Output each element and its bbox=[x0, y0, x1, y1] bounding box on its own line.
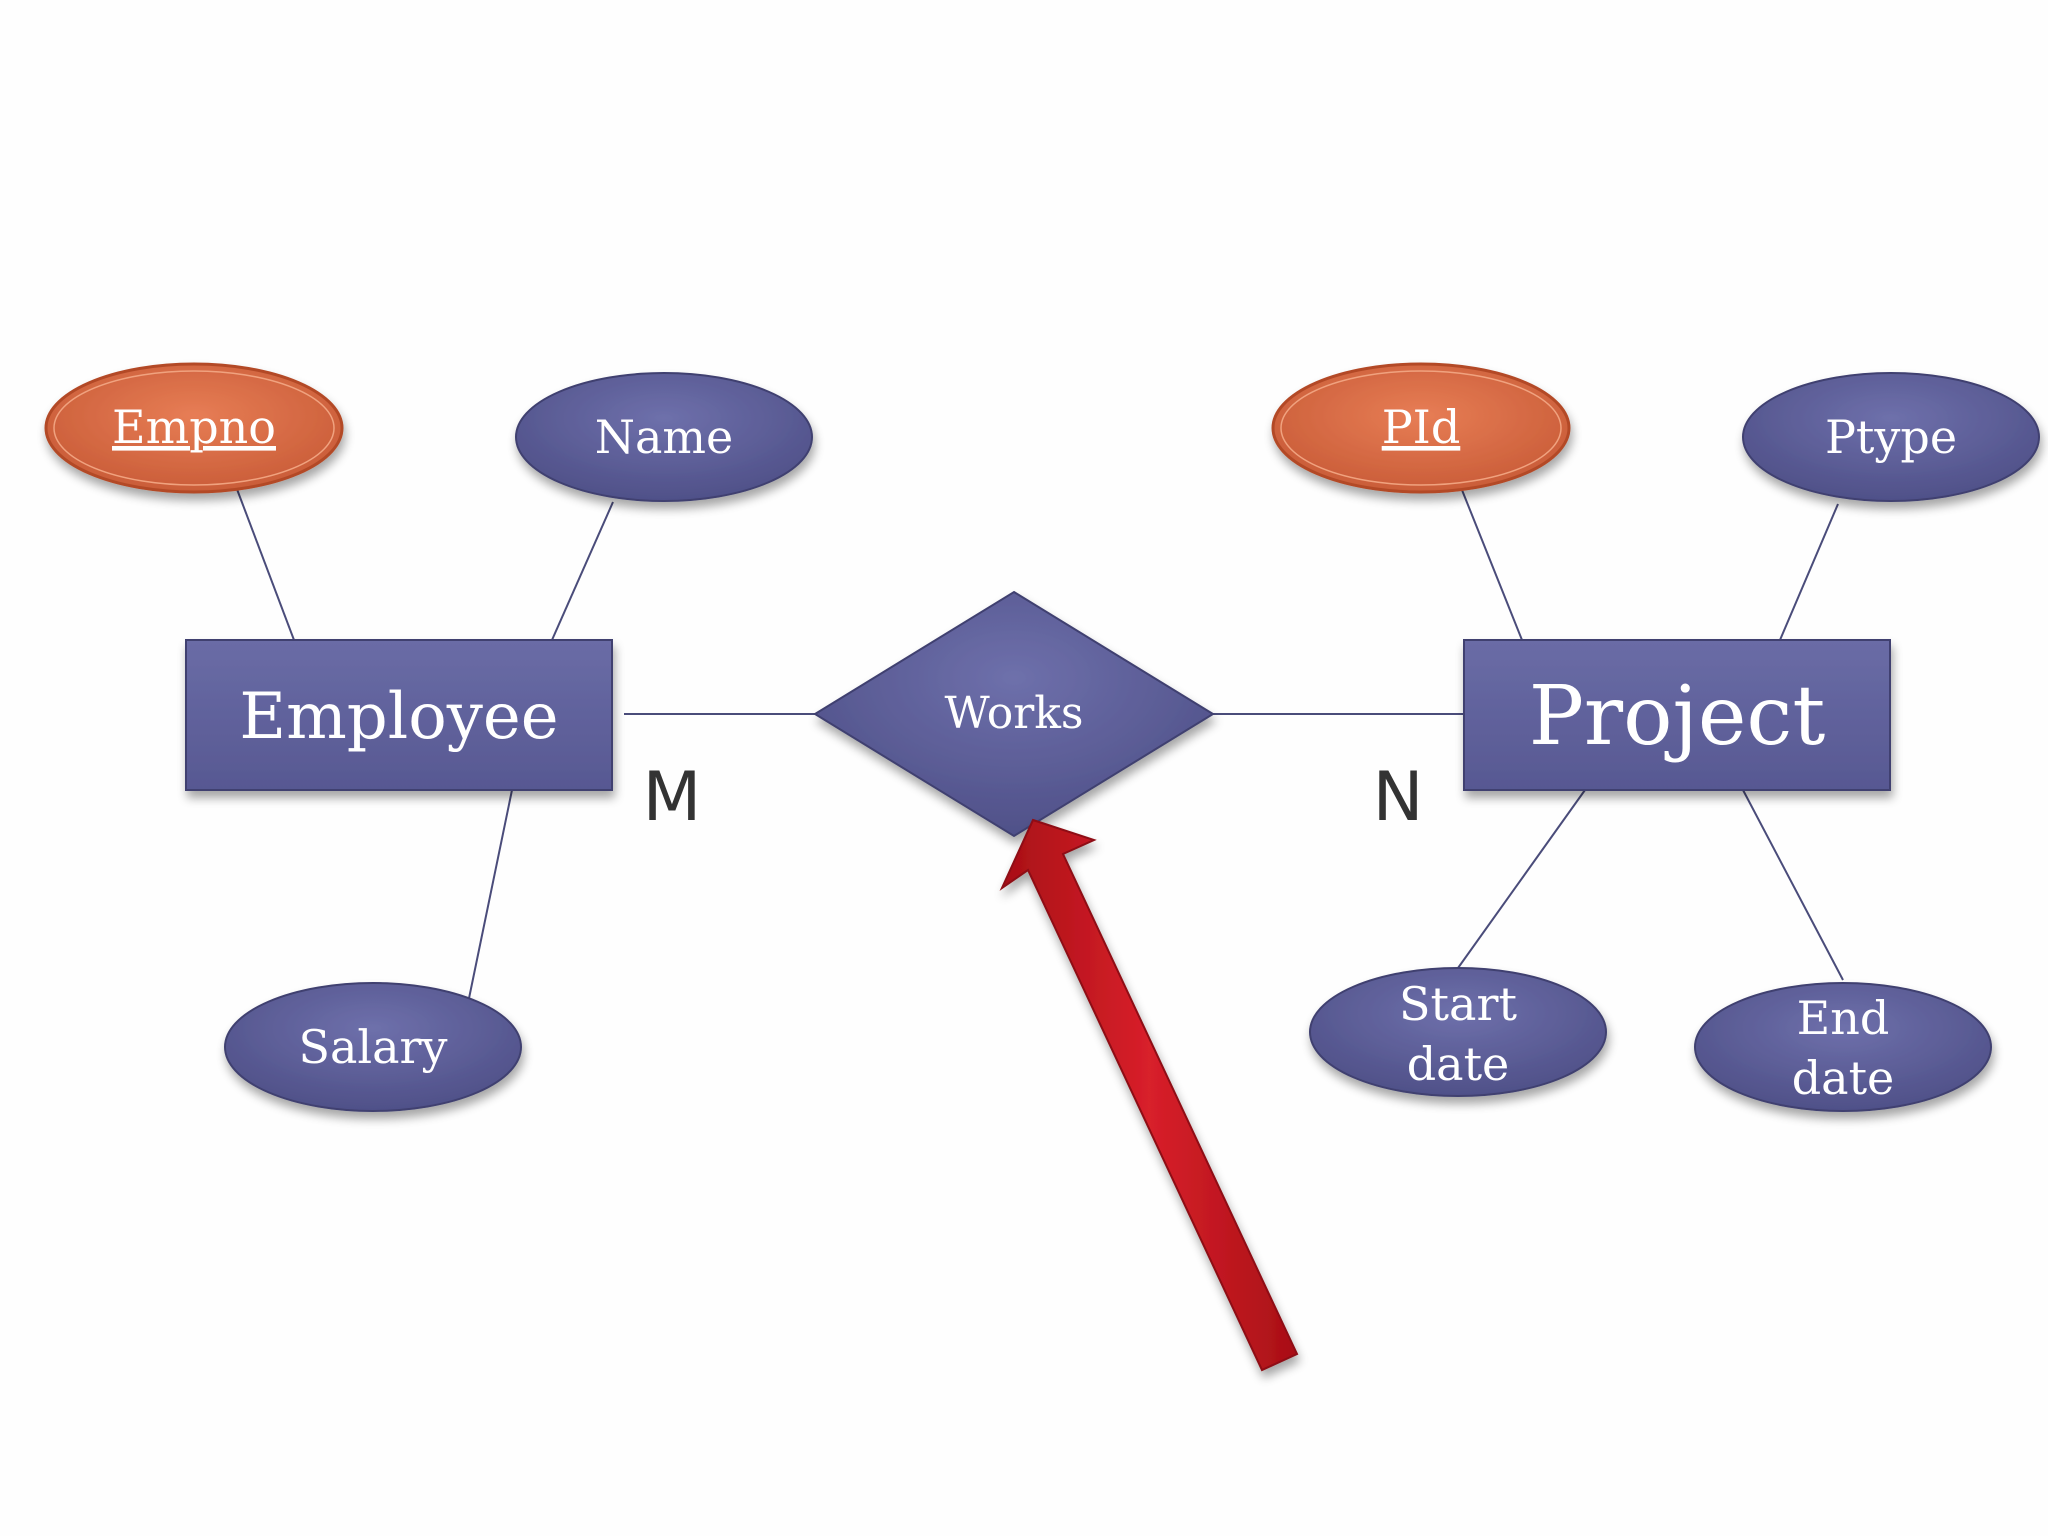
attribute-pid-label: PId bbox=[1382, 400, 1461, 454]
attribute-salary bbox=[224, 982, 522, 1112]
entity-employee-label: Employee bbox=[239, 680, 558, 754]
attribute-pid-ellipse bbox=[1271, 362, 1571, 494]
attribute-end-date bbox=[1694, 982, 1992, 1112]
attribute-empno-inner-ring bbox=[53, 370, 335, 486]
cardinality-left-label: M bbox=[643, 758, 702, 837]
line-pid-project bbox=[1457, 479, 1523, 641]
entity-project-label: Project bbox=[1529, 669, 1826, 764]
attribute-end-date-label-line2: date bbox=[1792, 1051, 1895, 1105]
cardinality-right-label: N bbox=[1373, 758, 1424, 837]
attribute-empno bbox=[44, 362, 344, 494]
entity-project bbox=[1463, 639, 1891, 791]
attribute-name-ellipse bbox=[515, 372, 813, 502]
entity-employee bbox=[185, 639, 613, 791]
relationship-works-diamond bbox=[813, 590, 1215, 838]
relationship-works-label: Works bbox=[944, 688, 1083, 739]
line-project-startdate bbox=[1457, 789, 1586, 969]
attribute-start-date-label-line2: date bbox=[1407, 1037, 1510, 1091]
attribute-pid-inner-ring bbox=[1280, 370, 1562, 486]
entity-employee-box bbox=[185, 639, 613, 791]
attribute-ptype-label: Ptype bbox=[1825, 410, 1957, 464]
attribute-ptype bbox=[1742, 372, 2040, 502]
line-name-employee bbox=[551, 501, 614, 641]
attribute-empno-label: Empno bbox=[112, 400, 276, 454]
attribute-name-label: Name bbox=[595, 410, 734, 464]
entity-project-box bbox=[1463, 639, 1891, 791]
attribute-start-date-ellipse bbox=[1309, 967, 1607, 1097]
attribute-end-date-ellipse bbox=[1694, 982, 1992, 1112]
attribute-ptype-ellipse bbox=[1742, 372, 2040, 502]
connector-lines bbox=[231, 475, 1844, 1009]
attribute-start-date bbox=[1309, 967, 1607, 1097]
red-arrow-icon bbox=[999, 818, 1299, 1372]
relationship-works bbox=[813, 590, 1215, 838]
attribute-salary-label: Salary bbox=[298, 1020, 447, 1074]
line-empno-employee bbox=[231, 475, 295, 641]
line-project-enddate bbox=[1742, 789, 1844, 981]
line-salary-employee bbox=[466, 789, 513, 1009]
attribute-salary-ellipse bbox=[224, 982, 522, 1112]
attribute-empno-ellipse bbox=[44, 362, 344, 494]
attribute-pid bbox=[1271, 362, 1571, 494]
line-ptype-project bbox=[1779, 503, 1839, 641]
attribute-end-date-label-line1: End bbox=[1797, 991, 1890, 1045]
attribute-name bbox=[515, 372, 813, 502]
attribute-start-date-label-line1: Start bbox=[1399, 977, 1517, 1031]
